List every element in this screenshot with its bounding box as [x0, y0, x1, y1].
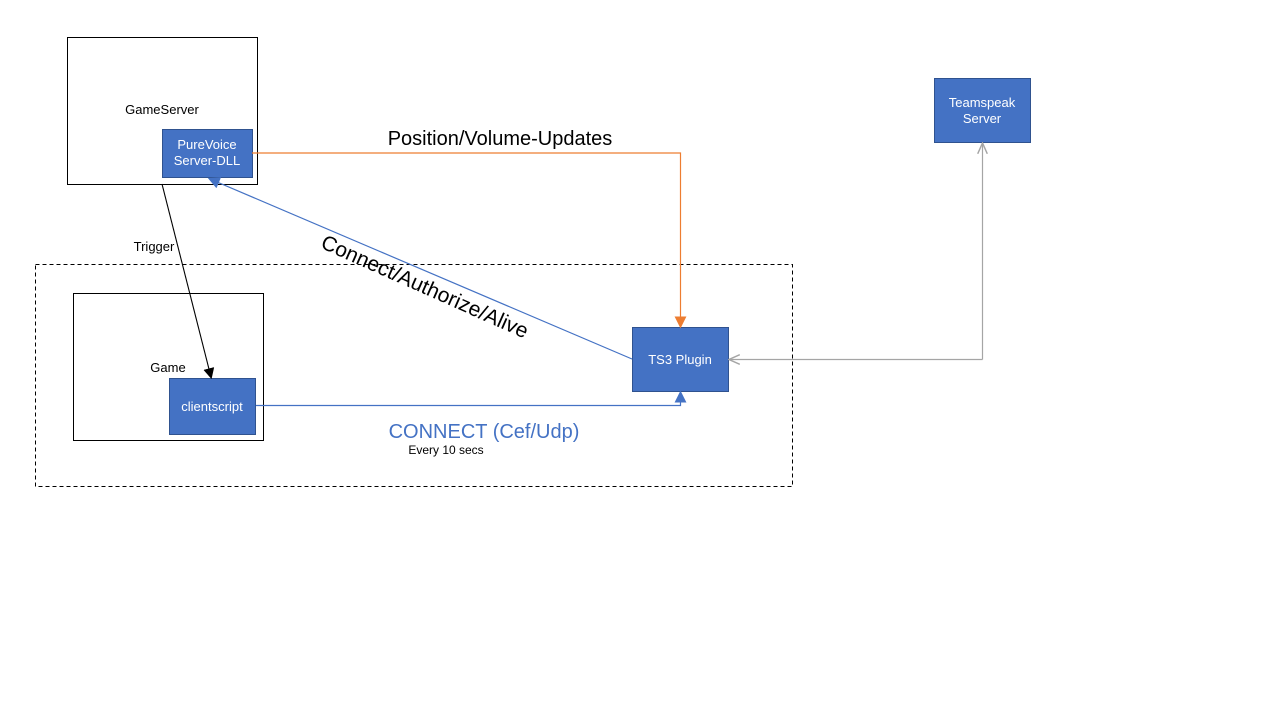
purevoice-server-dll-node: [162, 129, 253, 178]
clientscript-label: clientscript: [181, 399, 243, 414]
trigger-arrow: [161, 183, 215, 380]
connect-authorize-alive-arrow: [207, 177, 633, 360]
connect-authorize-alive-label: Connect/Authorize/Alive: [318, 231, 532, 343]
client-environment-dashed-box: [35, 264, 793, 487]
teamspeak-label-line-1: Teamspeak: [949, 95, 1016, 110]
ts3-plugin-label: TS3 Plugin: [648, 352, 712, 367]
purevoice-label-line-2: Server-DLL: [174, 153, 240, 168]
every-10-secs-label: Every 10 secs: [408, 443, 483, 457]
purevoice-label-line-1: PureVoice: [177, 137, 236, 152]
connect-cef-udp-arrow: [256, 390, 687, 407]
teamspeak-server-node: [934, 78, 1031, 143]
teamspeak-label-line-2: Server: [963, 111, 1002, 126]
connect-cef-udp-label: CONNECT (Cef/Udp): [389, 421, 580, 443]
trigger-label: Trigger: [134, 239, 175, 254]
position-volume-updates-label: Position/Volume-Updates: [388, 128, 613, 150]
game-label: Game: [150, 360, 185, 375]
gameserver-label: GameServer: [125, 102, 199, 117]
position-volume-updates-arrow: [252, 152, 687, 329]
